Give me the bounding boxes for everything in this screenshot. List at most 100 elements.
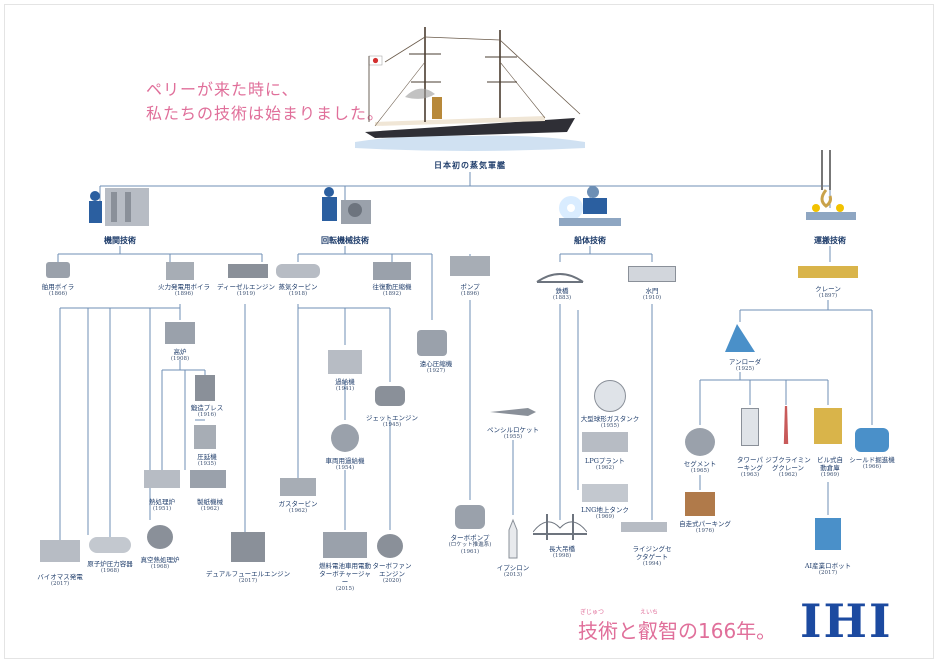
- vacuum-furnace-thumbnail: [147, 525, 173, 549]
- node-segment: セグメント(1965): [683, 460, 717, 474]
- node-ev-turbo: 燃料電池車用電動ターボチャージャー(2015): [319, 562, 371, 592]
- rising-gate-thumbnail: [621, 522, 667, 532]
- turbopump-thumbnail: [455, 505, 485, 529]
- node-chodai-tsuribashi: 長大吊橋(1998): [549, 545, 575, 559]
- lpg-plant-thumbnail: [582, 432, 628, 452]
- heat-furnace-thumbnail: [144, 470, 180, 488]
- node-enshin: 遠心圧縮機(1927): [419, 360, 453, 374]
- shield-machine-thumbnail: [855, 428, 889, 452]
- tower-parking-thumbnail: [741, 408, 759, 446]
- biomass-thumbnail: [40, 540, 80, 562]
- node-epsilon: イプシロン(2013): [496, 564, 530, 578]
- rolling-mill-thumbnail: [194, 425, 216, 449]
- jet-engine-thumbnail: [375, 386, 405, 406]
- unpan-crane-hook-icon: [806, 150, 856, 220]
- vehicle-turbo-thumbnail: [331, 424, 359, 452]
- category-kaiten: 回転機械技術: [321, 236, 369, 245]
- node-gas-turbine: ガスタービン(1962): [278, 500, 318, 514]
- forge-press-thumbnail: [195, 375, 215, 401]
- category-unpan: 運搬技術: [814, 236, 846, 245]
- recip-compressor-thumbnail: [373, 262, 411, 280]
- gas-turbine-thumbnail: [280, 478, 316, 496]
- category-sentai: 船体技術: [574, 236, 606, 245]
- node-shield-machine: シールド掘進機(1966): [849, 456, 895, 470]
- node-lng-tank: LNG地上タンク(1969): [581, 506, 629, 520]
- kikan-worker-icon: [89, 188, 149, 226]
- node-recip-compressor: 往復動圧縮機(1892): [372, 283, 412, 297]
- ihi-logo: IHI: [800, 594, 893, 648]
- turbofan-thumbnail: [377, 534, 403, 558]
- node-pencil-rocket: ペンシルロケット(1955): [487, 426, 539, 440]
- steam-warship-illustration: [355, 27, 585, 151]
- node-auto-warehouse: ビル式自動倉庫(1969): [817, 456, 843, 478]
- node-diesel-engine: ディーゼルエンジン(1919): [216, 283, 276, 297]
- suspension-bridge-icon: [533, 514, 587, 540]
- node-crane: クレーン(1897): [815, 285, 841, 299]
- tagline-line-1: ペリーが来た時に、: [146, 80, 299, 99]
- dual-fuel-engine-thumbnail: [231, 532, 265, 562]
- node-jisoshiki-parking: 自走式パーキング(1976): [679, 520, 731, 534]
- node-seishi: 製紙機械(1962): [197, 498, 223, 512]
- tagline-line-2: 私たちの技術は始まりました。: [146, 104, 385, 123]
- centrifugal-compressor-thumbnail: [417, 330, 447, 356]
- lng-tank-thumbnail: [582, 484, 628, 502]
- node-ogata-gas-tank: 大型球形ガスタンク(1955): [580, 415, 640, 429]
- poster-frame: [4, 4, 934, 659]
- auto-parking-thumbnail: [685, 492, 715, 516]
- category-kikan: 機関技術: [104, 236, 136, 245]
- steam-turbine-thumbnail: [276, 264, 320, 278]
- node-tower-parking: タワーパーキング(1963): [737, 456, 763, 478]
- jib-crane-thumbnail: [783, 406, 789, 444]
- node-jet-engine: ジェットエンジン(1945): [366, 414, 418, 428]
- paper-machine-thumbnail: [190, 470, 226, 488]
- node-dual-fuel: デュアルフューエルエンジン(2017): [205, 570, 291, 584]
- node-biomass: バイオマス発電(2017): [37, 573, 83, 587]
- node-suimon: 水門(1910): [642, 287, 662, 301]
- power-boiler-thumbnail: [166, 262, 194, 280]
- warehouse-thumbnail: [814, 408, 842, 444]
- node-rising-sector-gate: ライジングセクタゲート(1994): [632, 545, 672, 567]
- turbocharger-thumbnail: [328, 350, 362, 374]
- node-ai-robot: AI産業ロボット(2017): [804, 562, 852, 576]
- node-turbofan: ターボファンエンジン(2020): [372, 562, 412, 584]
- ai-robot-thumbnail: [815, 518, 841, 550]
- blast-furnace-thumbnail: [165, 322, 195, 344]
- node-atsuen: 圧延機(1935): [197, 453, 217, 467]
- node-netsu-shori: 熱処理炉(1951): [149, 498, 175, 512]
- node-jib-climbing-crane: ジブクライミングクレーン(1962): [765, 456, 811, 478]
- node-lpg-plant: LPGプラント(1962): [585, 457, 625, 471]
- gas-tank-thumbnail: [594, 380, 626, 412]
- tagline: ペリーが来た時に、 私たちの技術は始まりました。: [146, 78, 384, 126]
- boiler-thumbnail: [46, 262, 70, 278]
- segment-thumbnail: [685, 428, 715, 456]
- node-shinku: 真空熱処理炉(1968): [140, 556, 180, 570]
- epsilon-rocket-icon: [508, 518, 518, 559]
- root-node-label: 日本初の蒸気軍艦: [434, 161, 506, 170]
- node-pump: ポンプ(1896): [460, 283, 480, 297]
- node-turbopump: ターボポンプ(ロケット推進系)(1961): [448, 534, 492, 555]
- ruby-gijutsu: ぎじゅつ: [580, 609, 605, 616]
- node-sharyo-turbo: 車両用過給機(1954): [325, 457, 365, 471]
- node-karyoku-boiler: 火力発電用ボイラ(1896): [158, 283, 210, 297]
- reactor-vessel-thumbnail: [89, 537, 131, 553]
- ruby-eichi: えいち: [640, 609, 659, 616]
- diesel-thumbnail: [228, 264, 268, 278]
- water-gate-thumbnail: [628, 266, 676, 282]
- node-tekkyo: 鉄橋(1883): [552, 287, 572, 301]
- pencil-rocket-icon: [490, 408, 536, 416]
- iron-bridge-icon: [536, 273, 584, 283]
- node-tanzo-press: 鍛造プレス(1916): [190, 404, 224, 418]
- node-kakyuki: 過給機(1941): [335, 378, 355, 392]
- node-hakuyo-boiler: 舶用ボイラ(1866): [41, 283, 75, 297]
- node-unloader: アンローダ(1925): [728, 358, 762, 372]
- footer-slogan: 技術と叡智の166年。: [578, 619, 777, 643]
- kaiten-worker-icon: [322, 187, 371, 224]
- crane-thumbnail: [798, 266, 858, 278]
- node-steam-turbine: 蒸気タービン(1918): [278, 283, 318, 297]
- node-koro: 高炉(1908): [170, 348, 190, 362]
- node-genshiro: 原子炉圧力容器(1968): [87, 560, 133, 574]
- ev-turbo-thumbnail: [323, 532, 367, 558]
- pump-thumbnail: [450, 256, 490, 276]
- sentai-welder-icon: [559, 186, 621, 226]
